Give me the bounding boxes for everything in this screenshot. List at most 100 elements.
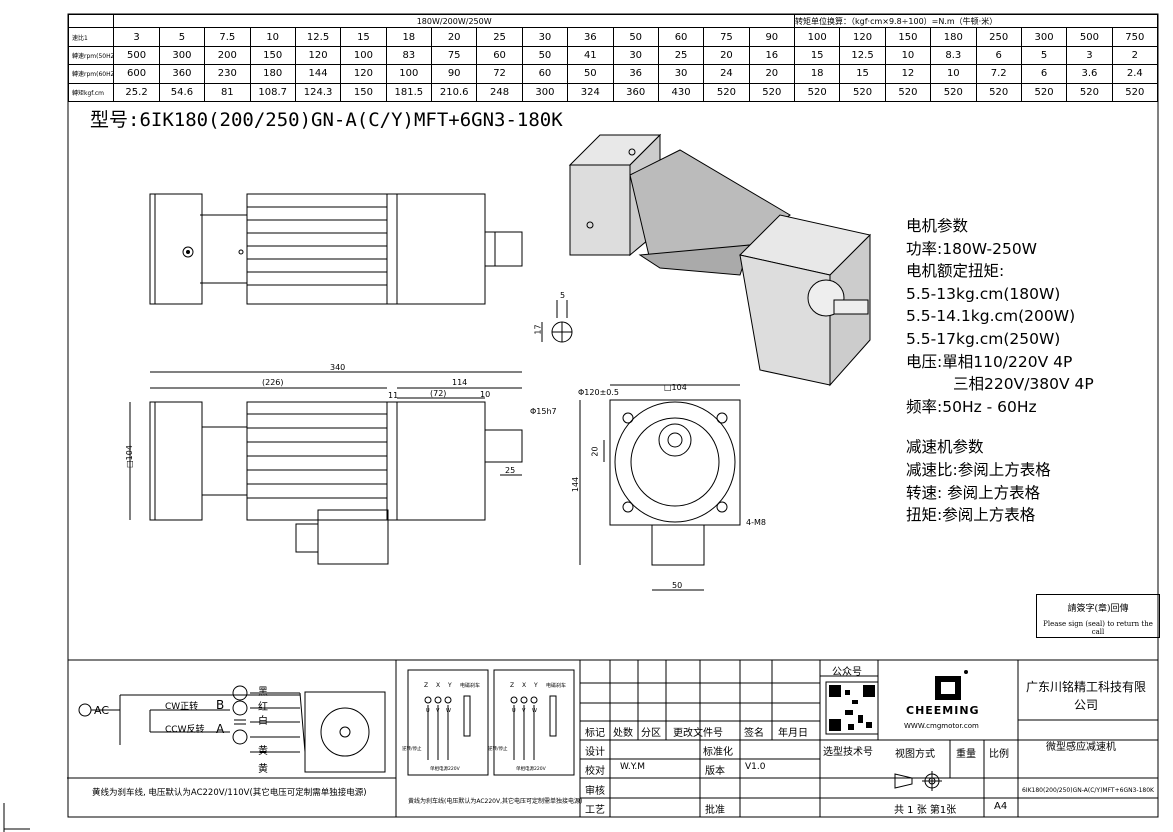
sub-note-2: 单相电源220V (516, 767, 546, 772)
tb-sign: 签名 (744, 728, 764, 739)
wiring-note: 黄线为刹车线, 电压默认为AC220V/110V(其它电压可定制需单独接电源) (92, 788, 367, 798)
motor-power: 功率:180W-250W (906, 239, 1038, 258)
signature-line-2: Please sign (seal) to return the call (1043, 620, 1153, 636)
spec-cell: 520 (975, 82, 1022, 103)
wire-yellow-2: 黄 (258, 764, 268, 775)
spec-cell: 300 (521, 82, 569, 103)
ac-label: AC (94, 704, 110, 717)
ccw-label: CCW反转 (165, 725, 205, 735)
v-label-1: V (436, 708, 440, 714)
b-label: B (216, 698, 225, 712)
dim-key-17: 17 (533, 324, 543, 335)
tb-approve: 批准 (705, 805, 725, 816)
tb-date: 年月日 (778, 728, 808, 739)
tb-website: WWW.cmgmotor.com (904, 722, 979, 730)
spec-cell: 520 (1111, 82, 1159, 103)
dim-gap-11: 11 (388, 391, 399, 400)
motor-voltage-2: 三相220V/380V 4P (953, 375, 1094, 394)
projection-symbol-icon (894, 771, 942, 791)
u-label-2: U (512, 708, 516, 714)
spec-cell: 520 (793, 82, 841, 103)
tb-brand: CHEEMING (906, 704, 980, 717)
cw-label: CW正转 (165, 702, 199, 712)
dim-offset-20: 20 (590, 446, 600, 457)
terminal-z-2: Z (510, 682, 515, 689)
tb-part-no: 6IK180(200/250)GN-A(C/Y)MFT+6GN3-180K (1022, 787, 1154, 794)
tb-version: V1.0 (745, 762, 766, 772)
spec-cell: 520 (884, 82, 932, 103)
tb-check: 校对 (585, 766, 605, 777)
qr-code (825, 681, 879, 735)
brand-logo (935, 670, 968, 700)
spec-cell: 124.3 (294, 82, 342, 103)
dim-shaft-dia: Φ15h7 (530, 407, 557, 416)
side-view-top (149, 193, 523, 305)
reducer-ratio: 减速比:参阅上方表格 (906, 460, 1051, 479)
tb-scale-label: 比例 (989, 749, 1009, 760)
signature-box: 請簽字(章)回傳 Please sign (seal) to return th… (1036, 594, 1160, 638)
tb-tech-no: 选型技术号 (823, 747, 873, 758)
spec-cell: 360 (612, 82, 659, 103)
tb-view-label: 视图方式 (895, 749, 935, 760)
spec-cell: 108.7 (249, 82, 296, 103)
dim-bolt: 4-M8 (746, 518, 766, 527)
title-block-grid (68, 659, 1158, 817)
wire-white: 白 (258, 716, 268, 727)
tb-company: 广东川铭精工科技有限公司 (1026, 680, 1147, 712)
terminal-x-1: X (436, 682, 441, 689)
tb-checker: W.Y.M (620, 762, 646, 772)
reducer-speed: 转速: 参阅上方表格 (906, 483, 1041, 502)
wire-yellow-1: 黄 (258, 746, 268, 757)
wiring-diagram (67, 685, 396, 779)
tb-sheet: 共 1 张 第1张 (894, 805, 957, 816)
reducer-params-heading: 减速机参数 (906, 438, 984, 457)
dim-shaft-10: 10 (480, 390, 491, 399)
tb-count: 处数 (613, 728, 633, 739)
wire-red: 红 (258, 702, 268, 713)
tb-product: 微型感应减速机 (1046, 742, 1116, 753)
wire-black: 黑 (258, 687, 268, 698)
params-panel: 电机参数 功率:180W-250W 电机额定扭矩: 5.5-13kg.cm(18… (906, 215, 1094, 527)
tb-public-account: 公众号 (832, 667, 862, 678)
side-view-bottom (129, 371, 523, 565)
terminal-y-1: Y (448, 682, 452, 689)
dim-total-length: 340 (330, 363, 346, 372)
dim-shaft-25: 25 (505, 466, 516, 475)
tb-zone: 分区 (641, 728, 661, 739)
terminal-diagrams (407, 669, 575, 776)
spec-cell: 520 (1020, 82, 1068, 103)
a-label: A (216, 722, 225, 736)
spec-cell: 248 (476, 82, 523, 103)
dim-flange-dia: Φ120±0.5 (578, 388, 619, 397)
page-frame (67, 13, 1159, 818)
u-label-1: U (426, 708, 430, 714)
motor-torque-heading: 电机额定扭矩: (906, 262, 1005, 281)
terminal-x-2: X (522, 682, 527, 689)
v-label-2: V (522, 708, 526, 714)
dim-base-50: 50 (672, 581, 683, 590)
brake-label-2: 电磁刹车 (546, 683, 567, 689)
diagram-note: 黄线为刹车线(电压默认为AC220V,其它电压可定制需单独接电源) (408, 798, 583, 805)
tb-mark: 标记 (585, 728, 605, 739)
tb-craft: 工艺 (585, 805, 605, 816)
motor-torque-200: 5.5-14.1kg.cm(200W) (906, 307, 1076, 326)
shaft-section (541, 300, 573, 343)
dir-label-2: 逆转/停止 (488, 747, 508, 752)
spec-cell: 81 (204, 82, 251, 103)
motor-torque-180: 5.5-13kg.cm(180W) (906, 284, 1061, 303)
spec-row-label: 轉矩kgf.cm (67, 82, 115, 103)
tb-design: 设计 (585, 747, 605, 758)
sub-note-1: 单相电源220V (430, 767, 460, 772)
model-title: 型号:6IK180(200/250)GN-A(C/Y)MFT+6GN3-180K (90, 109, 563, 131)
reducer-torque: 扭矩:参阅上方表格 (906, 506, 1036, 525)
dir-label-1: 逆转/停止 (402, 747, 422, 752)
motor-3d-render (568, 133, 871, 387)
front-view (579, 384, 741, 591)
tb-doc: 更改文件号 (673, 728, 723, 739)
motor-params-heading: 电机参数 (906, 217, 969, 235)
w-label-2: W (532, 708, 537, 714)
